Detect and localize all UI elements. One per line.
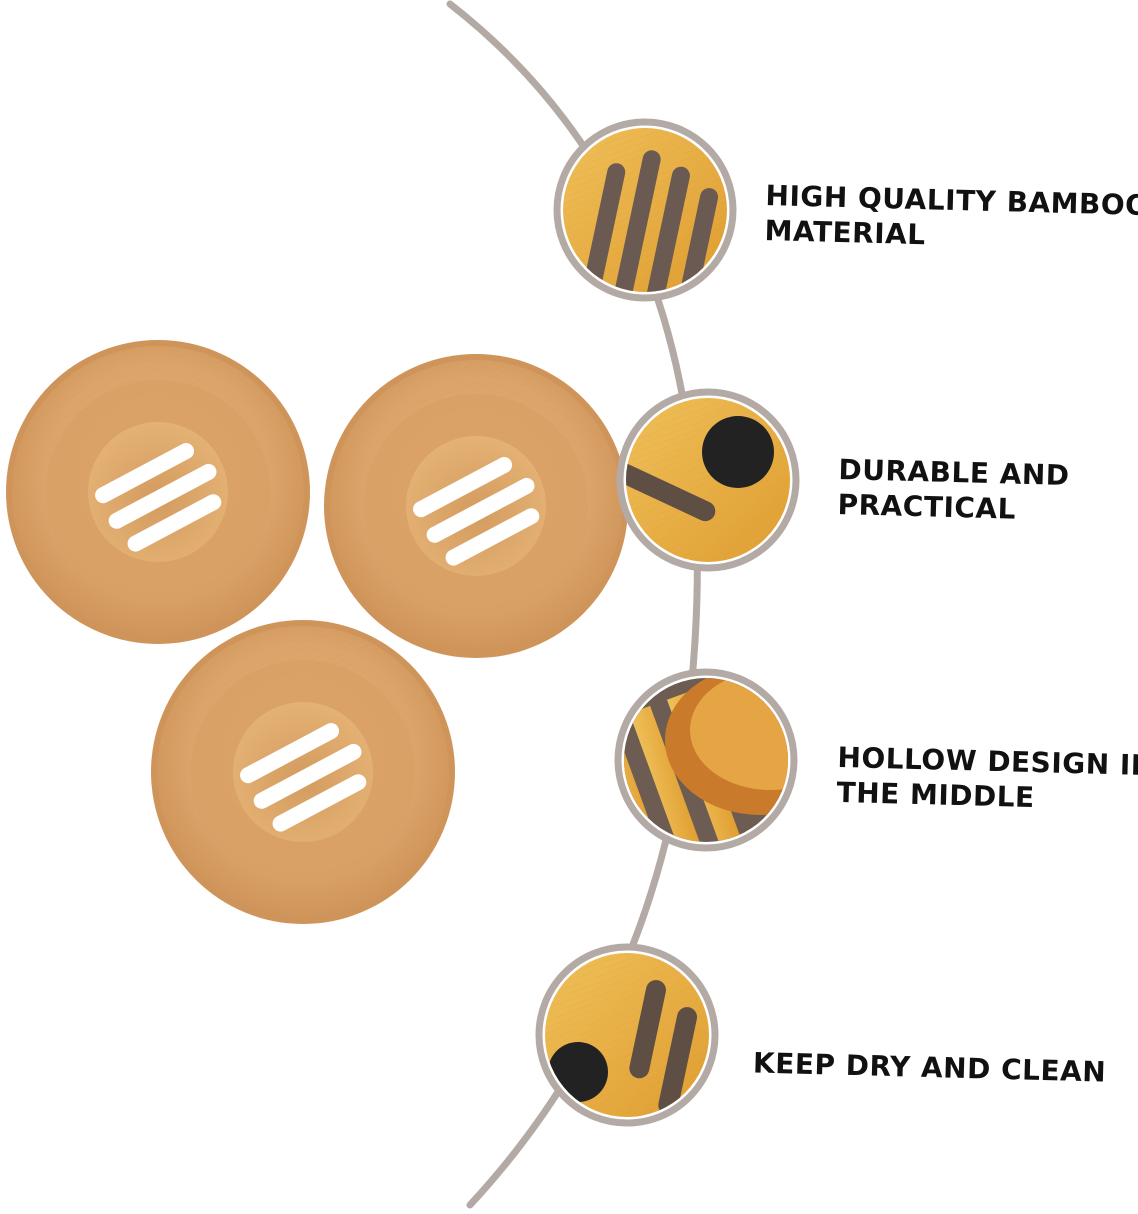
rubber-foot-closeup-icon bbox=[616, 388, 800, 572]
soap-dish-top-right bbox=[324, 354, 628, 658]
soap-dish-top-left bbox=[6, 340, 310, 644]
feature-label-hollow: HOLLOW DESIGN IN THE MIDDLE bbox=[836, 740, 1138, 818]
feature-line: DURABLE AND bbox=[838, 452, 1070, 493]
soap-dish-bottom bbox=[151, 620, 455, 924]
bamboo-slats-closeup-icon bbox=[553, 118, 737, 302]
hollow-slot-closeup-icon bbox=[614, 668, 798, 852]
drain-slot-closeup-icon bbox=[535, 943, 719, 1127]
feature-label-durable: DURABLE AND PRACTICAL bbox=[837, 452, 1070, 528]
feature-label-bamboo: HIGH QUALITY BAMBOO MATERIAL bbox=[764, 178, 1138, 258]
feature-line: PRACTICAL bbox=[837, 487, 1017, 526]
